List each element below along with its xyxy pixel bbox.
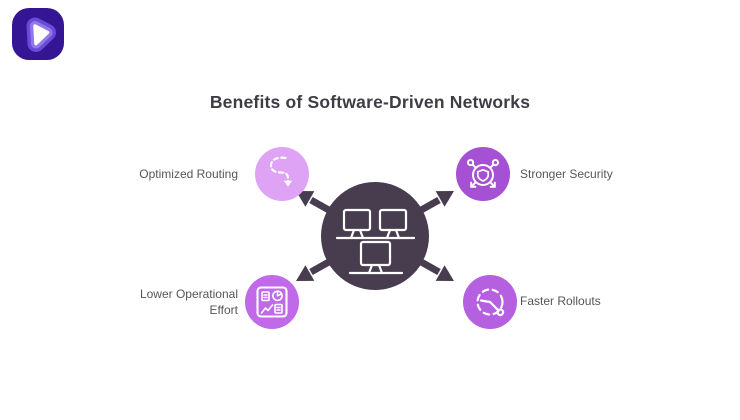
benefit-label-faster-rollouts: Faster Rollouts: [520, 294, 601, 308]
benefit-label-optimized-routing: Optimized Routing: [139, 167, 238, 181]
reports-dashboard-icon: [256, 286, 288, 318]
speed-gauge-icon: [476, 288, 505, 317]
shield-network-icon: [467, 159, 500, 188]
benefit-label-lower-operational-effort: Lower Operational Effort: [139, 287, 238, 317]
node-circle: [255, 147, 309, 201]
network-workstations-icon: [335, 208, 416, 275]
page-title: Benefits of Software-Driven Networks: [209, 92, 531, 112]
benefit-node-faster-rollouts: [463, 275, 517, 329]
brand-logo: [12, 8, 64, 60]
benefit-node-lower-operational-effort: [245, 275, 299, 329]
dashed-route-arrow-icon: [269, 156, 293, 187]
benefit-node-stronger-security: [456, 147, 510, 201]
node-circle: [456, 147, 510, 201]
node-circle: [245, 275, 299, 329]
logo-pick-icon: [33, 24, 50, 46]
benefit-label-stronger-security: Stronger Security: [520, 167, 613, 181]
benefit-node-optimized-routing: [255, 147, 309, 201]
central-hub: [296, 182, 454, 290]
arrowheads: [296, 190, 454, 282]
